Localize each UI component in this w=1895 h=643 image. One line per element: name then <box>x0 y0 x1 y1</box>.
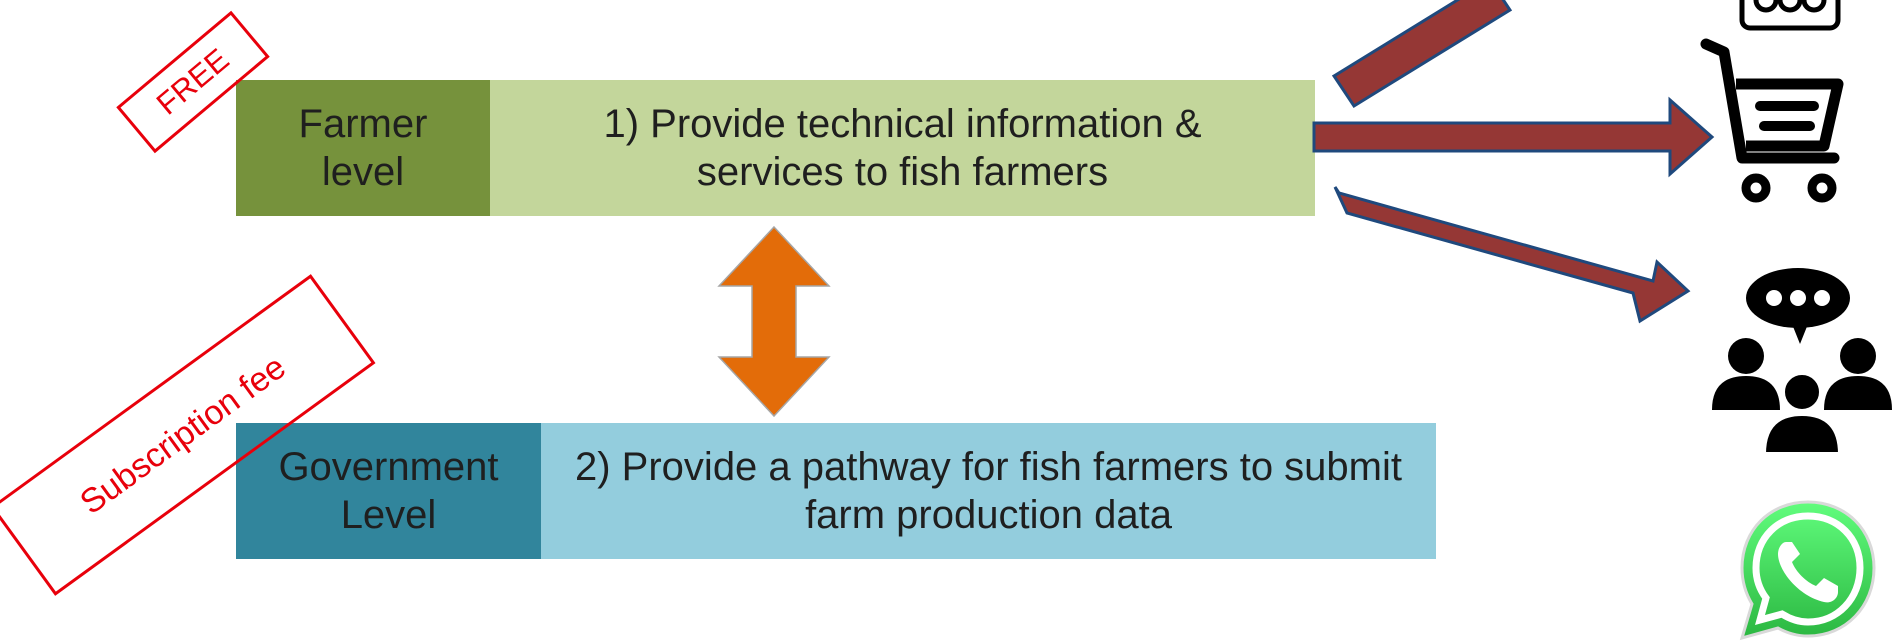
government-level-description: 2) Provide a pathway for fish farmers to… <box>541 423 1436 559</box>
government-description-text: 2) Provide a pathway for fish farmers to… <box>575 445 1402 537</box>
farmer-level-label: Farmer level <box>236 80 490 216</box>
discussion-group-icon <box>1712 268 1892 456</box>
price-tag-icon <box>1739 0 1841 31</box>
arrow-to-cart <box>1312 96 1715 178</box>
government-level-text: Government Level <box>278 445 499 537</box>
farmer-level-description: 1) Provide technical information & servi… <box>490 80 1315 216</box>
arrow-to-price-tag <box>1331 0 1513 109</box>
whatsapp-icon <box>1739 500 1876 641</box>
arrow-to-discussion <box>1333 186 1691 324</box>
government-level-label: Government Level <box>236 423 541 559</box>
double-headed-arrow <box>717 225 831 418</box>
farmer-level-text: Farmer level <box>298 102 428 194</box>
shopping-cart-icon <box>1700 38 1844 203</box>
farmer-description-text: 1) Provide technical information & servi… <box>603 102 1202 194</box>
